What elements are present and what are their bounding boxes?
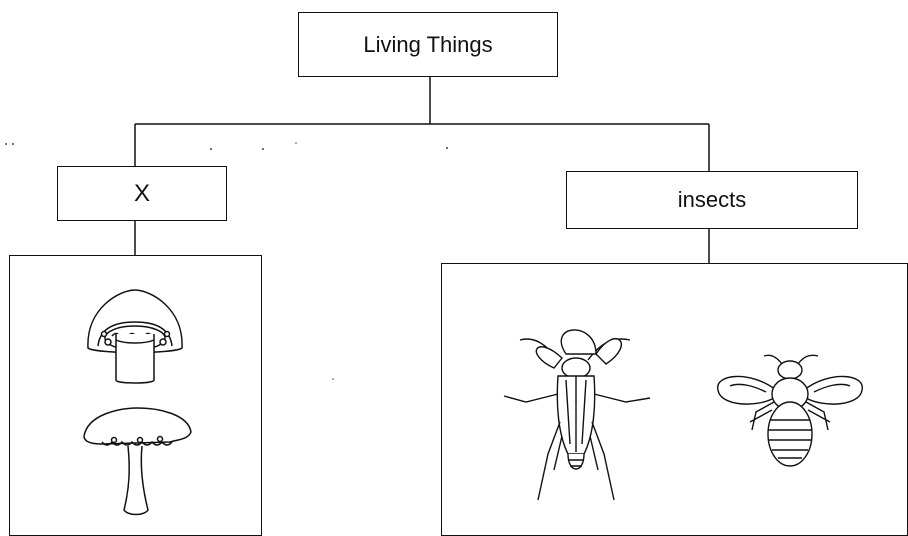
panel-insects-examples: [441, 263, 908, 536]
beetle-icon: [496, 324, 656, 504]
node-label: insects: [678, 187, 746, 213]
mushroom-icon: [80, 406, 195, 521]
node-insects: insects: [566, 171, 858, 229]
node-living-things: Living Things: [298, 12, 558, 77]
node-label: X: [134, 180, 150, 208]
node-label: Living Things: [363, 32, 492, 58]
bee-icon: [710, 350, 870, 470]
mushroom-cap-icon: [80, 288, 190, 388]
panel-x-examples: [9, 255, 262, 536]
node-x: X: [57, 166, 227, 221]
